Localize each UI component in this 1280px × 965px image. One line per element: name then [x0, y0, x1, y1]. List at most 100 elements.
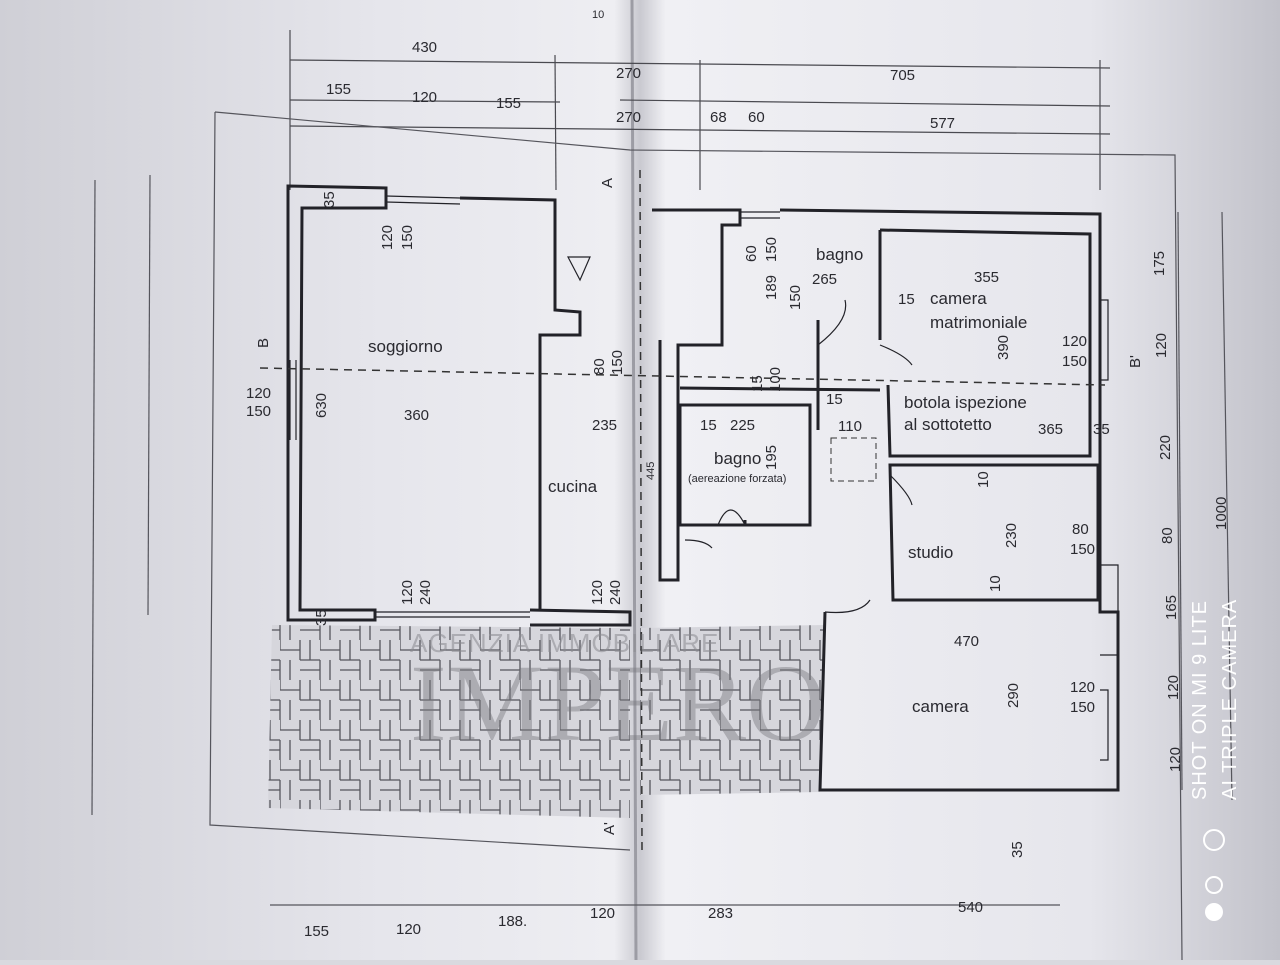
dim-right-1000: 1000	[1213, 497, 1230, 530]
dim-bagno-60: 60	[743, 245, 760, 262]
dim-corr-100: 100	[767, 367, 784, 392]
dim-right-120a: 120	[1153, 333, 1170, 358]
dim-botola-365: 365	[1038, 421, 1063, 438]
dim-bottom-155: 155	[304, 923, 329, 940]
dim-left-window-150: 150	[246, 403, 271, 420]
dim-right-35: 35	[1009, 841, 1026, 858]
dim-bottom-283: 283	[708, 905, 733, 922]
section-marker-a: A	[599, 178, 616, 188]
top-dimension-lines	[289, 30, 1111, 191]
dim-right-165: 165	[1163, 595, 1180, 620]
dim-bagno-189: 189	[763, 275, 780, 300]
attic-hatch	[830, 437, 877, 482]
dim-botola-110: 110	[838, 418, 862, 435]
dim-studio-10a: 10	[975, 471, 992, 488]
camera-stamp-line2: AI TRIPLE CAMERA	[1219, 599, 1241, 800]
dim-sog-window-150: 150	[399, 225, 416, 250]
dim-camera-290: 290	[1005, 683, 1022, 708]
room-soggiorno: soggiorno	[368, 337, 443, 356]
botola-label-1: botola ispezione	[904, 393, 1027, 412]
dim-left-wall-35: 35	[321, 191, 338, 208]
dim-right-175: 175	[1151, 251, 1168, 276]
dim-cucina-window-80: 80	[591, 358, 608, 375]
dim-top-430: 430	[412, 39, 437, 56]
right-dimensions: 175 120 220 80 165 120 120 1000 35	[1009, 251, 1230, 858]
dim-sog-window-120: 120	[379, 225, 396, 250]
dim-right-220: 220	[1157, 435, 1174, 460]
dim-sog-door-120: 120	[399, 580, 416, 605]
dim-bagno-mid-15: 15	[700, 417, 717, 434]
watermark-impero: IMPERO	[410, 642, 826, 764]
section-marker-b: B	[255, 338, 272, 348]
room-bagno-mid: bagno	[714, 449, 761, 468]
bottom-dimensions: 155 120 188. 120 283 540	[304, 899, 983, 940]
watermark-agency: AGENZIA IMMOBILIARE	[410, 628, 719, 658]
section-marker-b-prime: B'	[1127, 355, 1144, 368]
dim-top-270b: 270	[616, 109, 641, 126]
dim-top-155a: 155	[326, 81, 351, 98]
dim-left-630: 630	[313, 393, 330, 418]
dim-bottom-120b: 120	[590, 905, 615, 922]
site-boundary	[209, 111, 1183, 961]
doors-windows	[289, 195, 1119, 761]
room-cucina: cucina	[548, 477, 598, 496]
left-dimension-lines	[91, 174, 151, 816]
dim-soggiorno-360: 360	[404, 407, 429, 424]
dim-bagno-265: 265	[812, 271, 837, 288]
dim-cucina-door-120: 120	[589, 580, 606, 605]
room-camera-matrimoniale-1: camera	[930, 289, 987, 308]
camera-stamp-line1: SHOT ON MI 9 LITE	[1189, 600, 1211, 800]
dim-corr-15a: 15	[749, 375, 766, 392]
room-bagno-mid-note: (aereazione forzata)	[688, 473, 786, 485]
dim-top-155b: 155	[496, 95, 521, 112]
dim-camera-470: 470	[954, 633, 979, 650]
dim-top-577: 577	[930, 115, 955, 132]
dim-camera-window-120: 120	[1070, 679, 1095, 696]
dim-matr-window-150: 150	[1062, 353, 1087, 370]
dim-top-270: 270	[616, 65, 641, 82]
room-camera-matrimoniale-2: matrimoniale	[930, 313, 1027, 332]
dim-studio-230: 230	[1003, 523, 1020, 548]
dim-sog-door-240: 240	[417, 580, 434, 605]
dim-matr-window-120: 120	[1062, 333, 1087, 350]
dim-bottom-120a: 120	[396, 921, 421, 938]
page-fold	[630, 0, 638, 961]
dim-matr-390: 390	[995, 335, 1012, 360]
dim-left-wall-bottom-35: 35	[313, 609, 330, 626]
page-number: 10	[592, 9, 604, 21]
room-bagno-top: bagno	[816, 245, 863, 264]
dim-studio-10b: 10	[987, 575, 1004, 592]
dim-cucina-door-240: 240	[607, 580, 624, 605]
dim-matr-15: 15	[898, 291, 915, 308]
dim-top-120: 120	[412, 89, 437, 106]
left-dimensions: 35 120 150 630 35	[246, 191, 338, 626]
room-camera: camera	[912, 697, 969, 716]
walls	[286, 184, 1120, 792]
dim-corr-15b: 15	[826, 391, 843, 408]
room-studio: studio	[908, 543, 953, 562]
dim-botola-35: 35	[1093, 421, 1110, 438]
terrace-paving-right	[640, 625, 825, 795]
dim-cucina-235: 235	[592, 417, 617, 434]
camera-stamp-logo	[1203, 829, 1225, 921]
botola-label-2: al sottotetto	[904, 415, 992, 434]
interior-dimensions: 360 235 120 150 80 150 120 240 120 240 6…	[379, 225, 1110, 716]
dim-studio-window-80: 80	[1072, 521, 1089, 538]
dim-bagno-mid-195: 195	[763, 445, 780, 470]
section-line-a	[639, 169, 643, 851]
dim-bottom-188: 188.	[498, 913, 527, 930]
section-marker-a-prime: A'	[601, 822, 618, 835]
dim-bagno-150: 150	[763, 237, 780, 262]
section-line-b	[259, 367, 1106, 386]
dim-left-window-120: 120	[246, 385, 271, 402]
dim-right-120c: 120	[1167, 747, 1184, 772]
dim-studio-window-150: 150	[1070, 541, 1095, 558]
dim-cucina-window-150: 150	[609, 350, 626, 375]
terrace-paving-left	[268, 625, 630, 818]
dim-matr-355: 355	[974, 269, 999, 286]
dim-top-60: 60	[748, 109, 765, 126]
dim-bagno-150b: 150	[787, 285, 804, 310]
